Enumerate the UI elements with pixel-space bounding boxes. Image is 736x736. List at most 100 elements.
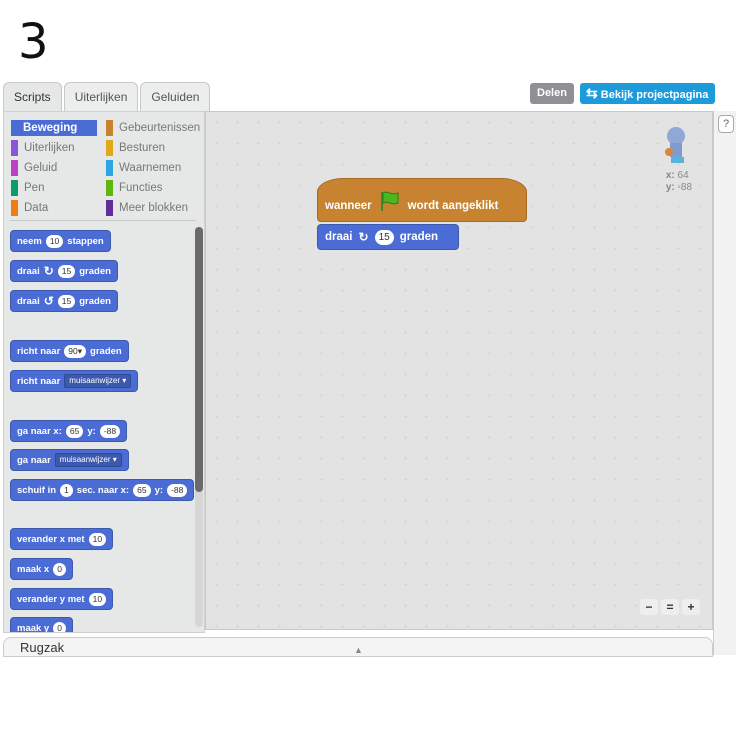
number-input[interactable]: 15 (57, 294, 76, 308)
zoom-in-icon[interactable]: + (682, 599, 700, 615)
block-text: neem (17, 235, 42, 247)
x-value: 64 (677, 170, 689, 181)
block-text: maak x (17, 563, 50, 575)
block-text: draai (17, 265, 40, 277)
number-input[interactable]: -88 (167, 483, 188, 497)
number-input[interactable]: -88 (99, 424, 121, 438)
number-input[interactable]: 90▾ (64, 344, 87, 358)
tab-scripts[interactable]: Scripts (3, 82, 62, 112)
category-label: Data (24, 202, 49, 214)
block-text: schuif in (17, 484, 57, 496)
category-label: Meer blokken (119, 202, 189, 214)
scrollbar-thumb[interactable] (195, 227, 203, 492)
backpack-bar[interactable]: Rugzak ▲ (3, 637, 713, 657)
category-gebeurtenissen[interactable]: Gebeurtenissen (106, 120, 201, 136)
tab-bar: Scripts Uiterlijken Geluiden (3, 82, 211, 112)
category-label: Pen (24, 182, 45, 194)
dropdown-input[interactable]: muisaanwijzer ▾ (54, 453, 122, 467)
category-label: Beweging (23, 122, 78, 134)
block-text: richt naar (17, 375, 61, 387)
tab-costumes[interactable]: Uiterlijken (63, 82, 139, 111)
category-meer-blokken[interactable]: Meer blokken (106, 200, 201, 216)
degrees-input[interactable]: 15 (374, 229, 394, 245)
block-text: y: (154, 484, 164, 496)
category-color-swatch (106, 200, 113, 216)
rotate-left-icon: ↺ (43, 294, 54, 308)
category-color-swatch (11, 140, 18, 156)
project-page-label: Bekijk projectpagina (600, 89, 709, 101)
number-input[interactable]: 65 (65, 424, 84, 438)
scripts-area[interactable]: wanneer wordt aangeklikt draai ↻ 15 grad… (205, 111, 713, 630)
number-input[interactable]: 0 (53, 621, 66, 632)
category-label: Uiterlijken (24, 142, 75, 154)
category-color-swatch (106, 120, 113, 136)
category-besturen[interactable]: Besturen (106, 140, 201, 156)
number-input[interactable]: 15 (57, 264, 76, 278)
category-color-swatch (106, 160, 113, 176)
backpack-label: Rugzak (20, 640, 65, 655)
number-input[interactable]: 0 (53, 562, 66, 576)
category-beweging[interactable]: Beweging (11, 120, 97, 136)
block-text: graden (79, 295, 111, 307)
number-input[interactable]: 10 (45, 234, 64, 248)
help-button[interactable]: ? (718, 115, 734, 133)
palette-scrollbar[interactable] (195, 227, 203, 627)
category-geluid[interactable]: Geluid (11, 160, 106, 176)
number-input[interactable]: 1 (60, 483, 73, 497)
category-color-swatch (106, 180, 113, 196)
x-label: x: (665, 170, 675, 181)
block-text: graden (399, 231, 439, 243)
turn-right-block[interactable]: draai ↻ 15 graden (317, 224, 459, 250)
category-label: Besturen (119, 142, 166, 154)
category-data[interactable]: Data (11, 200, 106, 216)
number-input[interactable]: 65 (133, 483, 151, 497)
rotate-right-icon: ↻ (43, 264, 54, 278)
share-button[interactable]: Delen (530, 83, 574, 104)
project-page-button[interactable]: ⇆ Bekijk projectpagina (580, 83, 716, 104)
block-text: sec. naar x: (76, 484, 130, 496)
sync-icon: ⇆ (586, 85, 598, 101)
block-text: graden (79, 265, 111, 277)
number-input[interactable]: 10 (88, 592, 107, 606)
block-text: maak y (17, 622, 50, 633)
block-text: verander x met (17, 533, 85, 545)
block-text: graden (90, 345, 122, 357)
y-value: -88 (677, 182, 692, 193)
block-text: richt naar (17, 345, 61, 357)
tab-sounds[interactable]: Geluiden (140, 82, 211, 111)
category-color-swatch (11, 160, 18, 176)
expand-arrow-icon[interactable]: ▲ (354, 645, 363, 655)
right-panel: ? (713, 111, 736, 655)
block-text: wordt aangeklikt (407, 200, 499, 212)
zoom-reset-icon[interactable]: = (661, 599, 679, 615)
block-text: ga naar x: (17, 425, 62, 437)
when-flag-clicked-block[interactable]: wanneer wordt aangeklikt (317, 178, 527, 222)
category-uiterlijken[interactable]: Uiterlijken (11, 140, 106, 156)
zoom-out-icon[interactable]: − (640, 599, 658, 615)
category-functies[interactable]: Functies (106, 180, 201, 196)
dropdown-input[interactable]: muisaanwijzer ▾ (64, 374, 132, 388)
block-text: ga naar (17, 454, 51, 466)
category-pen[interactable]: Pen (11, 180, 106, 196)
category-waarnemen[interactable]: Waarnemen (106, 160, 201, 176)
green-flag-icon (380, 191, 399, 211)
block-text: verander y met (17, 593, 85, 605)
category-label: Gebeurtenissen (119, 122, 201, 134)
number-input[interactable]: 10 (88, 532, 107, 546)
category-label: Functies (119, 182, 163, 194)
category-color-swatch (106, 140, 113, 156)
